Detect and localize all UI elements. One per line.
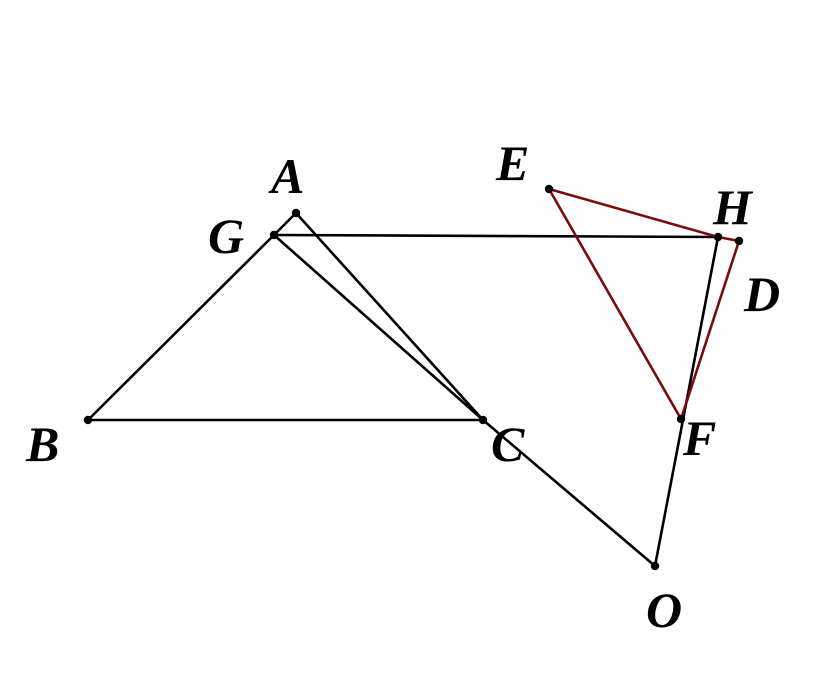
label-e: E [495, 135, 529, 191]
label-f: F [682, 410, 716, 466]
point-b [83, 415, 93, 425]
segment-ga [272, 211, 298, 237]
segment-eh [547, 187, 720, 239]
label-a: A [268, 148, 304, 204]
segment-gc [272, 233, 485, 422]
point-h [713, 232, 723, 242]
points-group [83, 184, 744, 571]
label-g: G [208, 208, 244, 264]
label-b: B [25, 416, 59, 472]
segment-gh [272, 233, 720, 239]
point-g [269, 230, 279, 240]
point-d [734, 236, 744, 246]
label-c: C [491, 416, 525, 472]
point-f [676, 414, 686, 424]
point-c [478, 415, 488, 425]
label-d: D [743, 266, 780, 322]
segments-group [86, 187, 741, 568]
segment-ac [294, 211, 485, 422]
segment-fd [679, 239, 741, 421]
segment-ef [547, 187, 683, 421]
point-o [650, 561, 660, 571]
point-e [544, 184, 554, 194]
segment-gb [86, 233, 276, 422]
point-a [291, 208, 301, 218]
label-h: H [712, 179, 754, 235]
label-o: O [646, 582, 682, 638]
segment-co [481, 418, 657, 568]
labels-group: A G B C E H D F O [25, 135, 780, 638]
